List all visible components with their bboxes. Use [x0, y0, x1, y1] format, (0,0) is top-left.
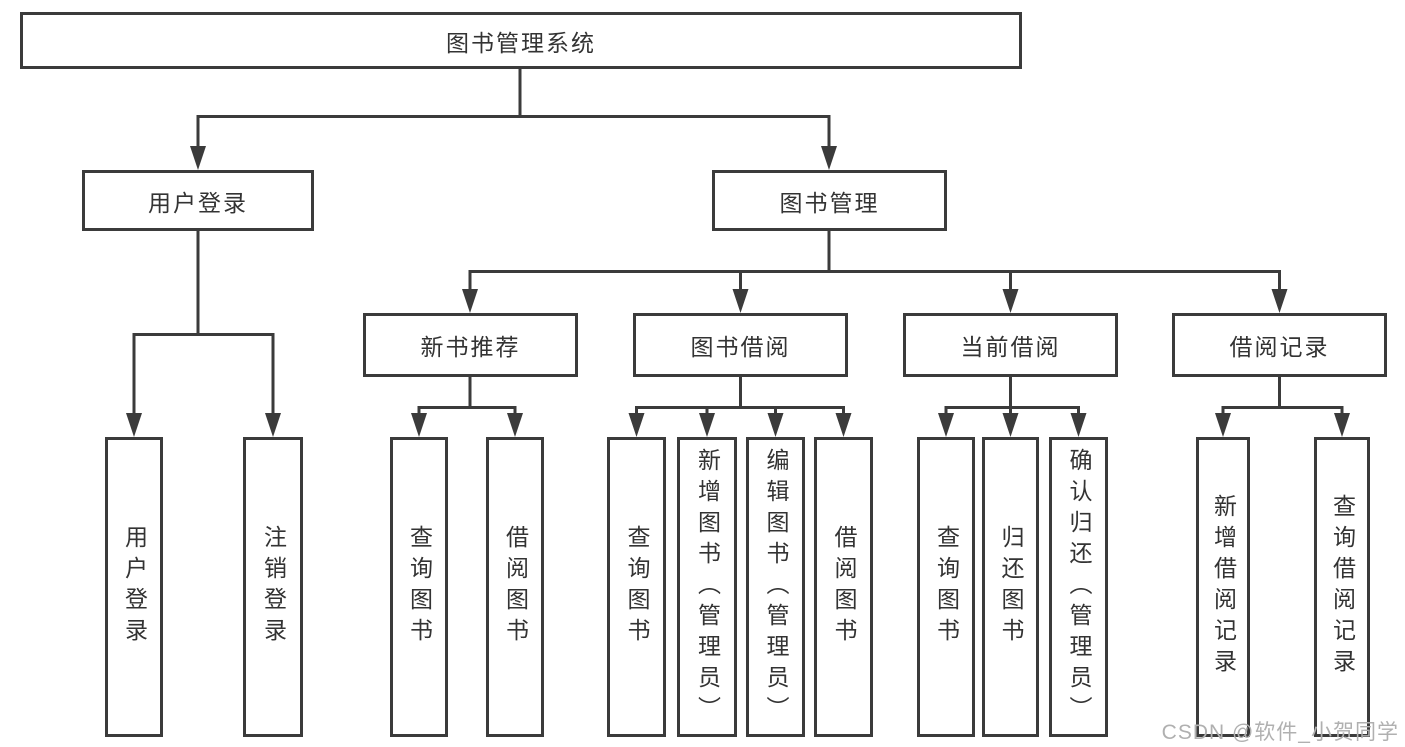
- leaf-borrow-books-recommend: 借阅图书: [486, 437, 544, 737]
- node-current-borrowing-label: 当前借阅: [960, 334, 1061, 360]
- leaf-confirm-return-admin-label: 确认归还（管理员）: [1066, 447, 1092, 727]
- node-book-borrowing-label: 图书借阅: [690, 334, 791, 360]
- leaf-confirm-return-admin: 确认归还（管理员）: [1049, 437, 1108, 737]
- node-borrowing-records-label: 借阅记录: [1229, 334, 1330, 360]
- leaf-add-borrow-record-label: 新增借阅记录: [1210, 494, 1237, 680]
- node-root: 图书管理系统: [20, 12, 1022, 69]
- node-borrowing-records: 借阅记录: [1172, 313, 1387, 377]
- leaf-edit-books-admin: 编辑图书（管理员）: [746, 437, 805, 737]
- leaf-user-login-label: 用户登录: [121, 525, 148, 649]
- node-user-login-label: 用户登录: [148, 189, 248, 216]
- node-book-management: 图书管理: [712, 170, 947, 231]
- leaf-borrow-books-recommend-label: 借阅图书: [502, 525, 529, 649]
- node-user-login: 用户登录: [82, 170, 314, 231]
- leaf-query-borrow-record: 查询借阅记录: [1314, 437, 1370, 737]
- node-new-book-recommendation-label: 新书推荐: [420, 334, 521, 360]
- leaf-query-books-borrow: 查询图书: [607, 437, 666, 737]
- leaf-add-books-admin-label: 新增图书（管理员）: [694, 447, 721, 727]
- leaf-query-books-current-label: 查询图书: [933, 525, 960, 649]
- leaf-logout: 注销登录: [243, 437, 303, 737]
- leaf-logout-label: 注销登录: [260, 525, 287, 649]
- leaf-return-books: 归还图书: [982, 437, 1039, 737]
- node-root-label: 图书管理系统: [446, 29, 596, 56]
- leaf-query-borrow-record-label: 查询借阅记录: [1329, 494, 1356, 680]
- leaf-return-books-label: 归还图书: [998, 525, 1024, 649]
- leaf-query-books-borrow-label: 查询图书: [624, 525, 650, 649]
- leaf-query-books-recommend-label: 查询图书: [406, 525, 433, 649]
- node-book-management-label: 图书管理: [779, 189, 880, 216]
- leaf-query-books-recommend: 查询图书: [390, 437, 448, 737]
- watermark: CSDN @软件_小贺同学: [1161, 721, 1399, 744]
- node-current-borrowing: 当前借阅: [903, 313, 1118, 377]
- node-book-borrowing: 图书借阅: [633, 313, 848, 377]
- node-new-book-recommendation: 新书推荐: [363, 313, 578, 377]
- leaf-add-borrow-record: 新增借阅记录: [1196, 437, 1250, 737]
- leaf-add-books-admin: 新增图书（管理员）: [677, 437, 737, 737]
- leaf-borrow-books-borrow-label: 借阅图书: [831, 525, 857, 649]
- arrowheads: [126, 146, 1350, 437]
- leaf-user-login: 用户登录: [105, 437, 163, 737]
- leaf-borrow-books-borrow: 借阅图书: [814, 437, 873, 737]
- leaf-edit-books-admin-label: 编辑图书（管理员）: [763, 447, 789, 727]
- leaf-query-books-current: 查询图书: [917, 437, 975, 737]
